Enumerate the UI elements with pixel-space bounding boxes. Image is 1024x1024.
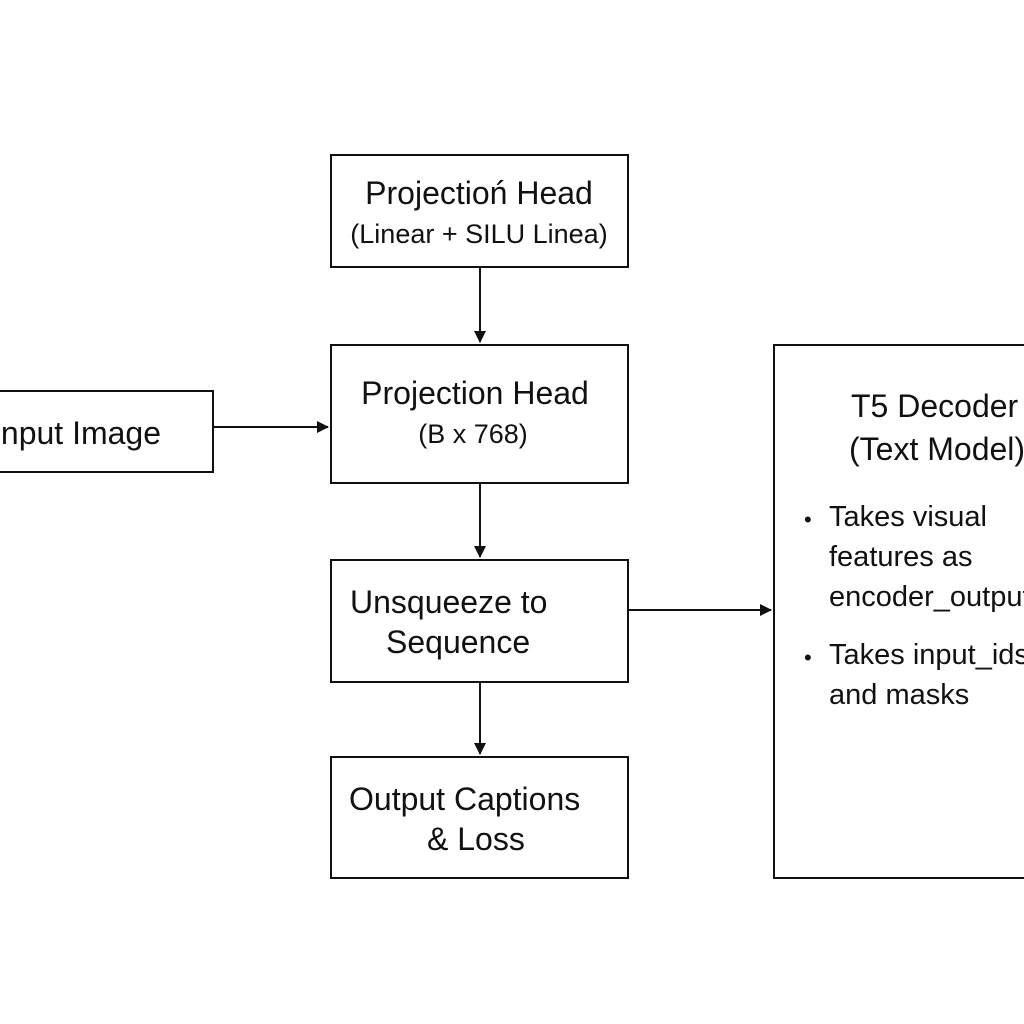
projection-head-top-title: Projectioń Head (365, 175, 593, 211)
projection-head-box (330, 344, 629, 484)
unsqueeze-label-line2: Sequence (386, 624, 531, 660)
input-image-label: Input Image (0, 415, 161, 451)
input-image-box (0, 390, 214, 473)
t5-decoder-box (773, 344, 1024, 879)
projection-head-top-box (330, 154, 629, 268)
bullet-2-line1: Takes input_ids (829, 639, 1024, 671)
output-box (330, 756, 629, 879)
bullet-1-line1: Takes visual (829, 501, 987, 533)
projection-head-top-subtitle: (Linear + SILU Linea) (350, 219, 608, 249)
t5-decoder-title: T5 Decoder (851, 388, 1019, 424)
projection-head-subtitle: (B x 768) (418, 419, 528, 449)
bullet-1-line2: features as (829, 541, 973, 573)
bullet-marker: • (804, 507, 812, 532)
projection-head-title: Projection Head (361, 375, 589, 411)
bullet-1-line3: encoder_outputs (829, 581, 1024, 613)
output-label-line1: Output Captions (349, 781, 581, 817)
unsqueeze-box (330, 559, 629, 683)
unsqueeze-label-line1: Unsqueeze to (350, 584, 548, 620)
t5-decoder-subtitle: (Text Model) (849, 431, 1024, 467)
bullet-2-line2: and masks (829, 679, 970, 711)
output-label-line2: & Loss (427, 821, 525, 857)
bullet-marker: • (804, 645, 812, 670)
